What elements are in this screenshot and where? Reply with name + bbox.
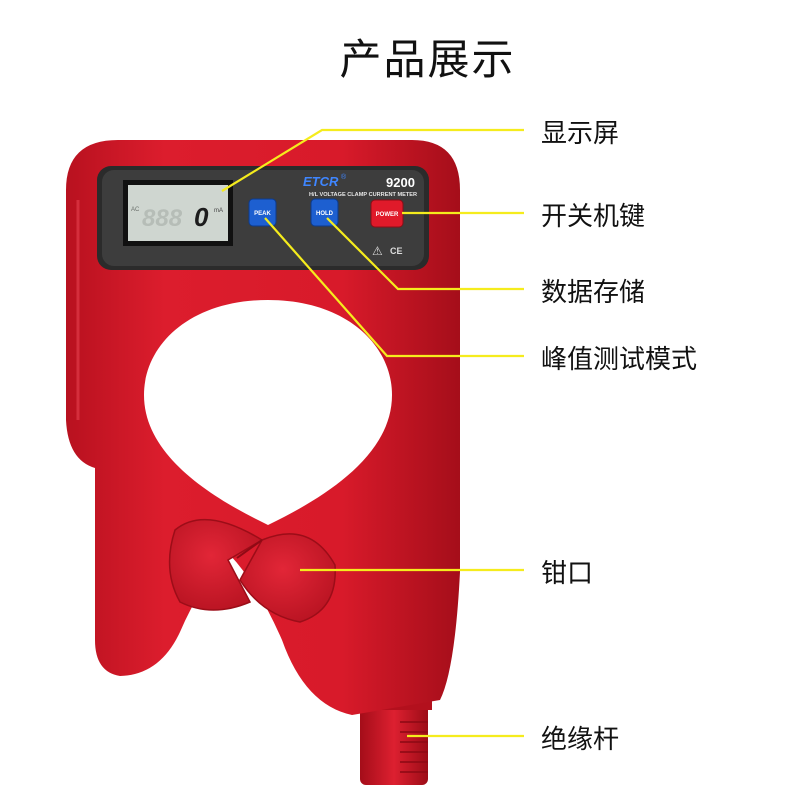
power-button[interactable]: POWER: [370, 199, 404, 228]
ce-mark: CE: [390, 246, 403, 256]
peak-button-label: PEAK: [254, 211, 271, 217]
callout-label-insulation-rod: 绝缘杆: [541, 725, 620, 755]
lcd-mode-label: AC: [131, 207, 140, 213]
callout-line-hold: [326, 217, 524, 291]
callout-lines: [221, 128, 524, 738]
lcd-display: AC 888 0 mA: [123, 180, 233, 246]
model-number: 9200: [386, 175, 415, 190]
peak-button[interactable]: PEAK: [248, 198, 277, 227]
lcd-digit: 0: [194, 202, 209, 232]
warning-icon: ⚠: [372, 244, 383, 258]
lcd-unit: mA: [214, 208, 223, 214]
hold-button[interactable]: HOLD: [310, 198, 339, 227]
callout-label-jaw: 钳口: [541, 559, 594, 589]
callout-label-peak-mode: 峰值测试模式: [541, 345, 698, 375]
callout-label-data-storage: 数据存储: [541, 278, 646, 308]
callout-label-power-key: 开关机键: [541, 202, 646, 232]
jaw: [168, 518, 336, 623]
meter-body: [66, 140, 460, 715]
callout-line-peak: [264, 217, 524, 358]
page-title: 产品展示: [339, 35, 516, 84]
model-subtitle: H/L VOLTAGE CLAMP CURRENT METER: [309, 192, 417, 198]
insulation-rod: [356, 700, 432, 785]
lcd-faint-digits: 888: [142, 205, 183, 232]
control-panel: ETCR ® 9200 H/L VOLTAGE CLAMP CURRENT ME…: [97, 166, 429, 270]
brand-logo: ETCR: [303, 174, 339, 189]
power-button-label: POWER: [376, 212, 399, 218]
brand-registered-mark: ®: [341, 173, 347, 181]
hold-button-label: HOLD: [316, 211, 334, 217]
callout-line-display: [221, 128, 524, 192]
callout-label-display: 显示屏: [541, 119, 620, 149]
